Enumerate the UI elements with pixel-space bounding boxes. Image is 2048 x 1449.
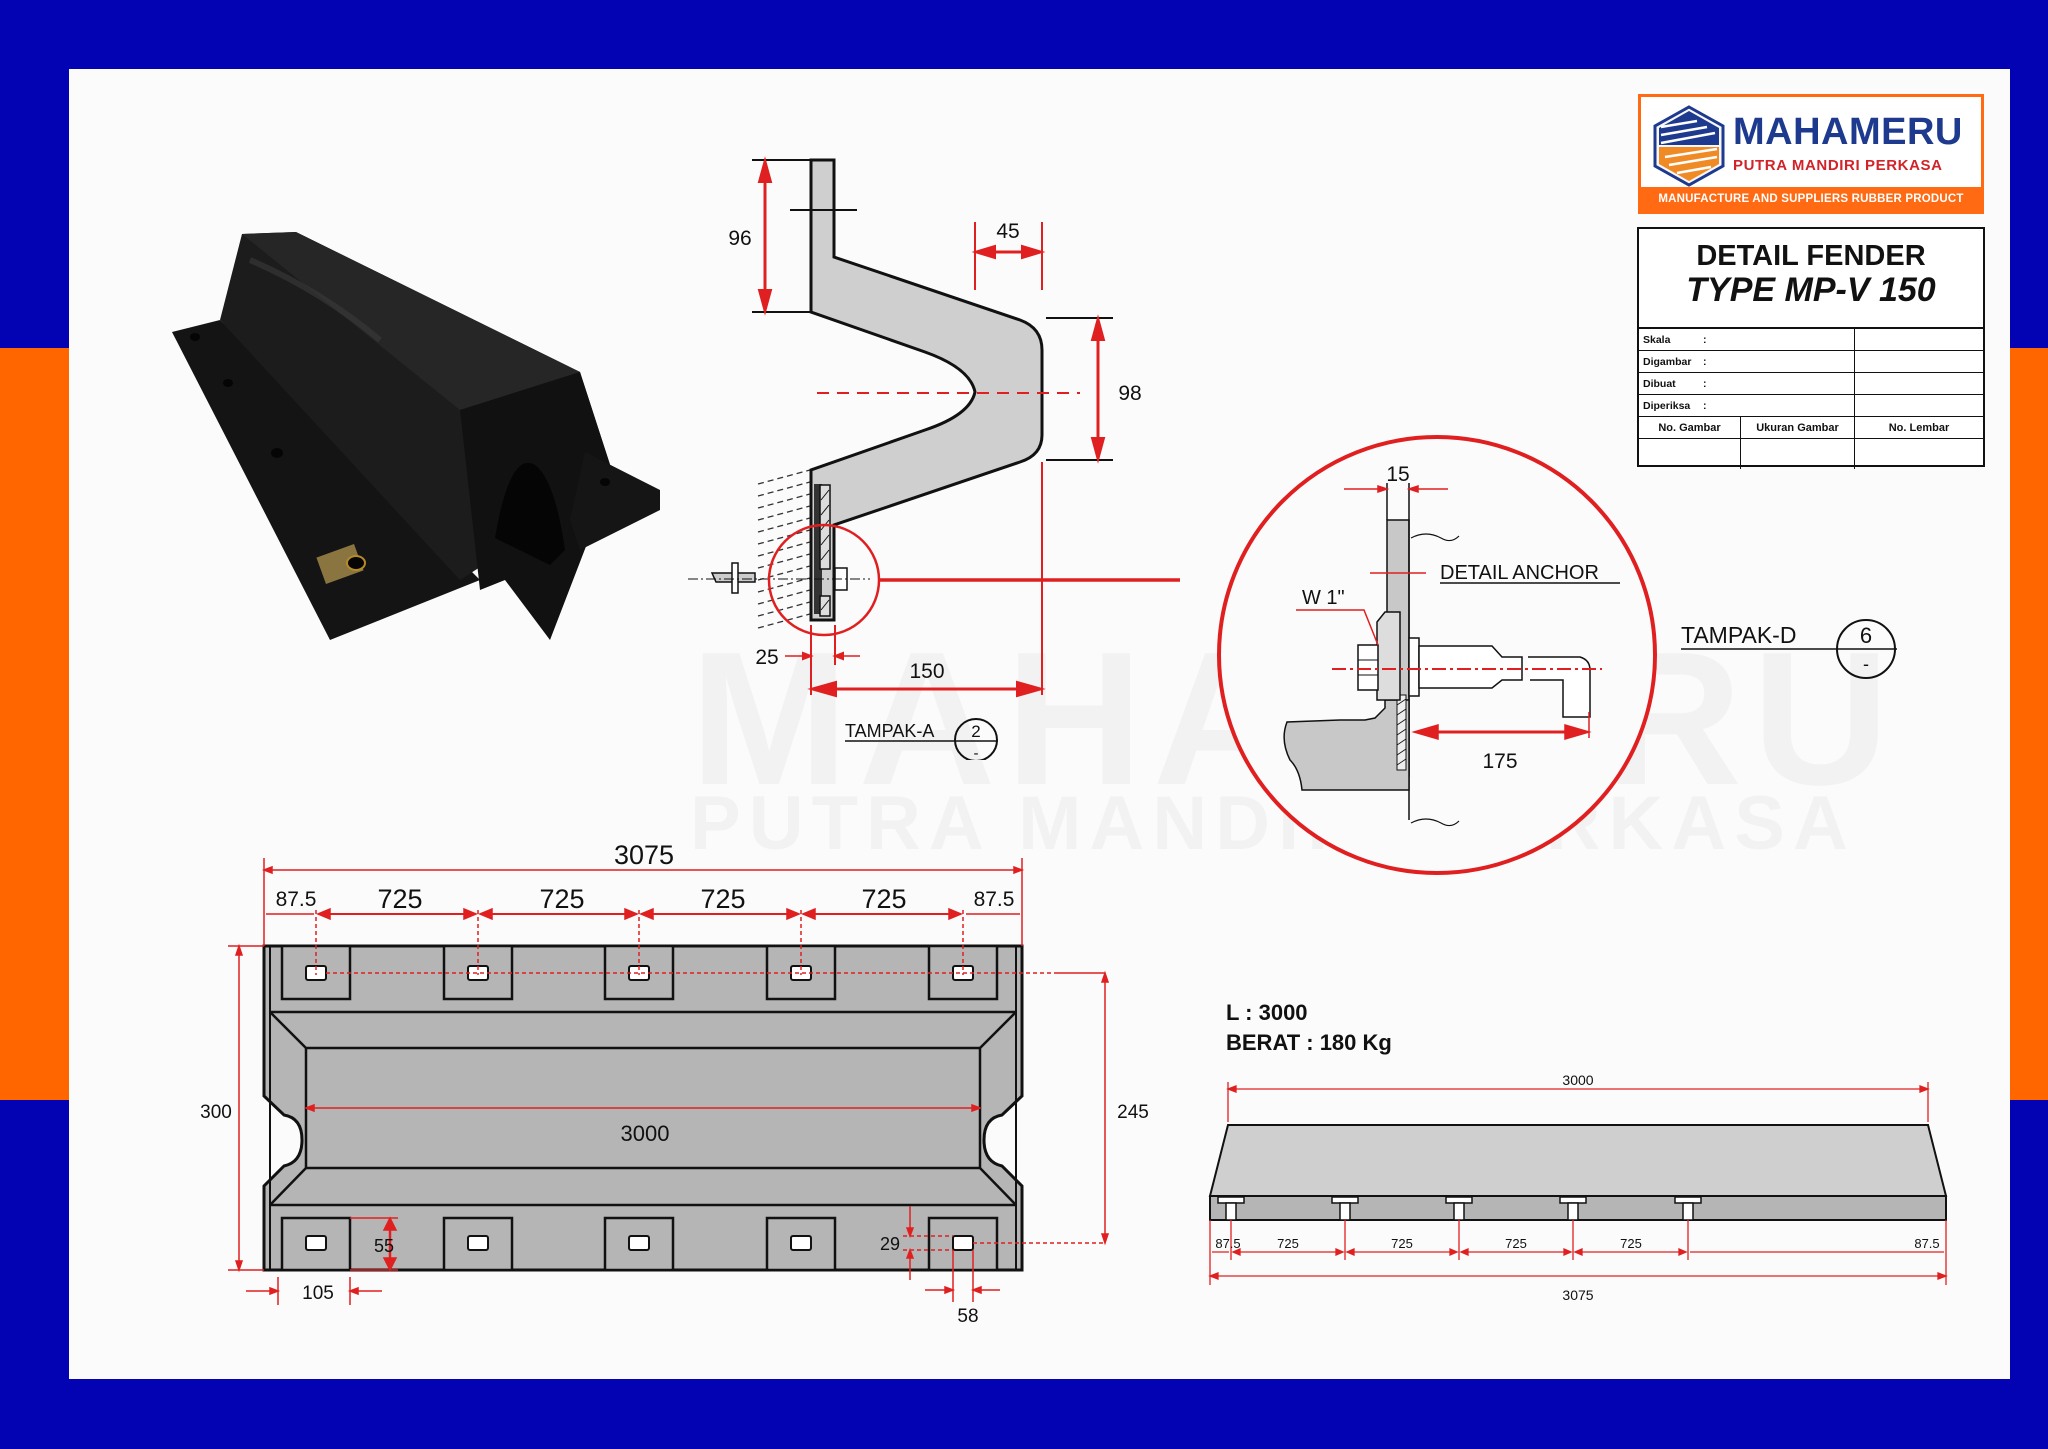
column-no-gambar: No. Gambar [1639, 417, 1741, 438]
dim-spacing: 725 [1391, 1236, 1413, 1251]
dim-end-spacing: 87.5 [1215, 1236, 1240, 1251]
column-no-lembar: No. Lembar [1888, 421, 1950, 434]
field-value [1855, 351, 1983, 372]
dim-hole-width: 58 [957, 1306, 978, 1327]
dim-spacing: 725 [1620, 1236, 1642, 1251]
spec-info: L : 3000 BERAT : 180 Kg [1226, 998, 1392, 1058]
dim-overall-length: 3075 [1562, 1287, 1593, 1303]
dim-flange-width: 55 [374, 1236, 394, 1256]
dim-overall-length: 3075 [614, 840, 674, 870]
plan-view: 3075 87.5 725 725 725 725 87.5 3000 300 … [200, 840, 1149, 1327]
dim-spacing: 725 [700, 884, 745, 914]
dim-45: 45 [996, 220, 1019, 243]
view-label-tampak-a: TAMPAK-A [845, 721, 934, 741]
spec-weight: BERAT : 180 Kg [1226, 1030, 1392, 1055]
dim-98: 98 [1118, 382, 1141, 405]
title-block: DETAIL FENDER TYPE MP-V 150 Skala: Digam… [1637, 227, 1985, 469]
dim-end-spacing: 87.5 [276, 888, 317, 911]
dim-body-length: 3000 [621, 1121, 670, 1146]
anchor-detail: 15 DETAIL ANCHOR W 1" 175 TAMPAK-D 6 - [1217, 435, 1897, 875]
ref-number: 2 [971, 722, 980, 741]
ref-sheet: - [1863, 654, 1869, 674]
dim-spacing: 725 [377, 884, 422, 914]
field-separator: : [1703, 355, 1707, 368]
title-block-header: DETAIL FENDER TYPE MP-V 150 [1639, 229, 1983, 329]
value-ukuran-gambar [1741, 439, 1855, 469]
dim-end-spacing: 87.5 [974, 888, 1015, 911]
spec-length: L : 3000 [1226, 1000, 1308, 1025]
view-label-tampak-d: TAMPAK-D [1681, 622, 1796, 648]
field-value [1855, 329, 1983, 350]
hexagon-logo-icon [1653, 105, 1725, 187]
dim-spacing: 725 [861, 884, 906, 914]
ref-sheet: - [974, 745, 979, 760]
title-block-columns: No. Gambar Ukuran Gambar No. Lembar [1639, 417, 1983, 439]
field-digambar: Digambar: [1639, 351, 1983, 373]
dim-15: 15 [1386, 463, 1409, 486]
value-no-gambar [1639, 439, 1741, 469]
field-value [1855, 395, 1983, 416]
section-view: 96 45 98 25 150 TAMPAK-A 2 - [688, 156, 1180, 760]
dim-25: 25 [755, 646, 778, 669]
field-separator: : [1703, 377, 1707, 390]
field-dibuat: Dibuat: [1639, 373, 1983, 395]
bolt-size-label: W 1" [1302, 587, 1345, 609]
dim-hole-centers: 245 [1117, 1102, 1149, 1123]
drawing-title: DETAIL FENDER [1696, 240, 1926, 272]
column-ukuran-gambar: Ukuran Gambar [1741, 417, 1855, 438]
field-label: Skala [1643, 333, 1671, 346]
dim-top-length: 3000 [1562, 1072, 1593, 1088]
dim-150: 150 [909, 660, 944, 683]
field-value [1855, 373, 1983, 394]
ref-number: 6 [1860, 623, 1872, 648]
dim-96: 96 [728, 227, 751, 250]
dim-spacing: 725 [1505, 1236, 1527, 1251]
field-separator: : [1703, 333, 1707, 346]
logo-subtitle: PUTRA MANDIRI PERKASA [1733, 157, 1943, 174]
dim-175: 175 [1482, 750, 1517, 773]
dim-flange-length: 105 [302, 1283, 334, 1304]
field-diperiksa: Diperiksa: [1639, 395, 1983, 417]
field-label: Dibuat [1643, 377, 1676, 390]
dim-width: 300 [200, 1102, 232, 1123]
logo-tagline: MANUFACTURE AND SUPPLIERS RUBBER PRODUCT [1641, 187, 1981, 211]
detail-anchor-title: DETAIL ANCHOR [1440, 562, 1599, 584]
field-skala: Skala: [1639, 329, 1983, 351]
dim-spacing: 725 [539, 884, 584, 914]
company-logo: MAHAMERU PUTRA MANDIRI PERKASA MANUFACTU… [1638, 94, 1984, 214]
side-view: 3000 87.5 725 725 725 725 87.5 3075 [1208, 1072, 1948, 1303]
dim-end-spacing: 87.5 [1914, 1236, 1939, 1251]
field-label: Diperiksa [1643, 399, 1691, 412]
drawing-type: TYPE MP-V 150 [1686, 271, 1936, 309]
title-block-values [1639, 439, 1983, 469]
logo-name: MAHAMERU [1733, 111, 1963, 153]
field-separator: : [1703, 399, 1707, 412]
dim-spacing: 725 [1277, 1236, 1299, 1251]
dim-hole-height: 29 [880, 1234, 900, 1254]
fender-photo [172, 232, 660, 640]
field-label: Digambar [1643, 355, 1692, 368]
